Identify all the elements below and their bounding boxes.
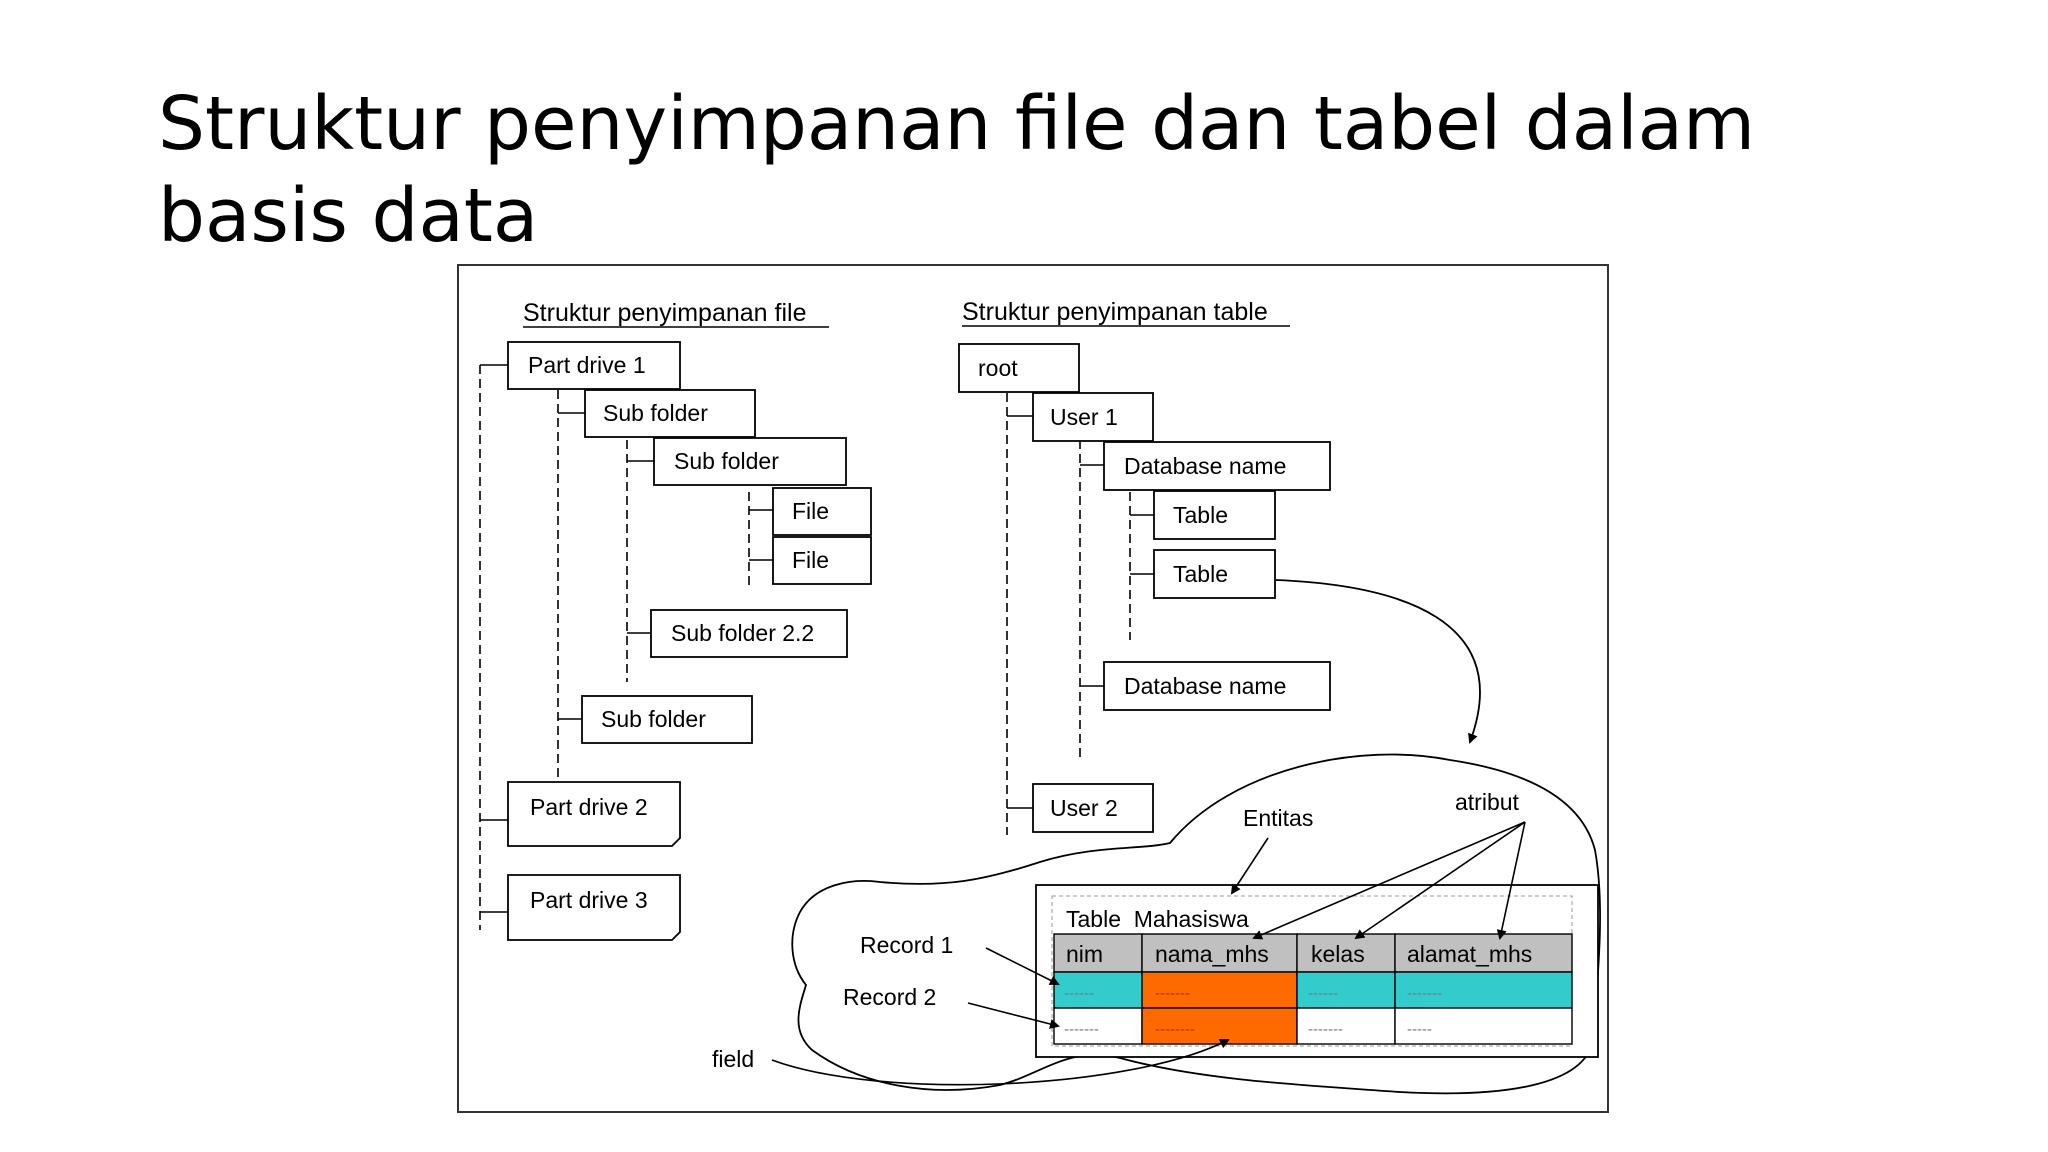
file-tree-node-sub-folder-1: Sub folder: [584, 389, 756, 438]
table-2-label: Table: [1173, 561, 1228, 587]
part-drive-2-label: Part drive 2: [530, 794, 648, 820]
column-label-nim: nim: [1066, 941, 1103, 967]
file-tree-node-part-drive-2: Part drive 2: [507, 781, 681, 847]
record-2-value-kelas: -------: [1308, 1021, 1343, 1038]
file-tree-connectors: [479, 364, 773, 930]
atribut-arrow-nama-mhs: [1252, 821, 1526, 940]
root-label: root: [978, 355, 1018, 381]
table-tree-node-database-1: Database name: [1103, 441, 1331, 491]
record-1-value-alamat-mhs: -------: [1407, 985, 1442, 1002]
database-1-label: Database name: [1124, 453, 1286, 479]
record-1-cell-alamat-mhs: [1394, 971, 1573, 1009]
table-to-detail-arrow: [1275, 579, 1481, 744]
record-1-cell-nim: [1053, 971, 1143, 1009]
record-1-arrow: [985, 947, 1060, 985]
column-label-kelas: kelas: [1311, 941, 1365, 967]
callout-arrows: [771, 821, 1526, 1086]
user-2-label: User 2: [1050, 795, 1118, 821]
record-1-value-nim: ------: [1064, 985, 1094, 1002]
record-2-value-nama-mhs: --------: [1155, 1021, 1195, 1038]
atribut-arrow-kelas: [1354, 821, 1526, 940]
database-2-label: Database name: [1124, 673, 1286, 699]
record-1-row: ------ ------- ------ -------: [1053, 971, 1573, 1009]
table-mahasiswa-caption: Table Mahasiswa: [1066, 906, 1249, 932]
table-structure-heading: Struktur penyimpanan table: [962, 298, 1268, 326]
table-tree-node-root: root: [958, 343, 1080, 393]
record-2-label: Record 2: [843, 984, 936, 1010]
record-1-value-kelas: ------: [1308, 985, 1338, 1002]
record-2-cell-alamat-mhs: [1394, 1007, 1573, 1045]
sub-folder-2-label: Sub folder: [674, 448, 779, 474]
sub-folder-2-2-label: Sub folder 2.2: [671, 620, 814, 646]
record-2-value-alamat-mhs: -----: [1407, 1021, 1432, 1038]
record-2-value-nim: -------: [1064, 1021, 1099, 1038]
file-tree-node-part-drive-3: Part drive 3: [507, 874, 681, 941]
record-2-arrow: [967, 1002, 1060, 1029]
table-header-row: nim nama_mhs kelas alamat_mhs: [1053, 933, 1573, 973]
column-label-alamat-mhs: alamat_mhs: [1407, 941, 1532, 967]
file-2-label: File: [792, 547, 829, 573]
header-cell-alamat-mhs: [1394, 933, 1573, 973]
file-tree-node-sub-folder-2: Sub folder: [653, 437, 847, 486]
file-tree-node-sub-folder-2-2: Sub folder 2.2: [650, 609, 848, 658]
column-label-nama-mhs: nama_mhs: [1155, 941, 1269, 967]
part-drive-3-label: Part drive 3: [530, 887, 648, 913]
file-tree-node-file-1: File: [772, 487, 872, 536]
atribut-label: atribut: [1455, 789, 1520, 815]
file-tree-node-sub-folder-3: Sub folder: [581, 695, 753, 744]
user-1-label: User 1: [1050, 404, 1118, 430]
file-tree-node-part-drive-1: Part drive 1: [507, 341, 681, 390]
record-1-cell-kelas: [1296, 971, 1396, 1009]
field-label: field: [712, 1046, 754, 1072]
record-1-label: Record 1: [860, 932, 953, 958]
table-1-label: Table: [1173, 502, 1228, 528]
sub-folder-3-label: Sub folder: [601, 706, 706, 732]
entitas-label: Entitas: [1243, 805, 1313, 831]
entitas-arrow: [1230, 837, 1269, 895]
slide-title: Struktur penyimpanan file dan tabel dala…: [158, 81, 1756, 259]
file-tree-node-file-2: File: [772, 536, 872, 585]
record-1-value-nama-mhs: -------: [1155, 985, 1190, 1002]
record-2-cell-nim: [1053, 1007, 1143, 1045]
atribut-arrow-alamat-mhs: [1496, 821, 1526, 940]
record-2-row: ------- -------- ------- -----: [1053, 1007, 1573, 1045]
table-tree-node-database-2: Database name: [1103, 661, 1331, 711]
file-structure-heading: Struktur penyimpanan file: [523, 299, 806, 327]
table-tree-node-user-1: User 1: [1032, 392, 1154, 442]
table-tree-connectors: [1006, 393, 1154, 835]
part-drive-1-label: Part drive 1: [528, 352, 646, 378]
table-tree-node-user-2: User 2: [1032, 783, 1154, 833]
header-cell-nim: [1053, 933, 1143, 973]
table-tree-node-table-1: Table: [1153, 490, 1276, 540]
field-arrow: [771, 1039, 1230, 1086]
file-1-label: File: [792, 498, 829, 524]
record-1-cell-nama-mhs: [1141, 971, 1298, 1009]
sub-folder-1-label: Sub folder: [603, 400, 708, 426]
table-tree-node-table-2: Table: [1153, 549, 1276, 599]
